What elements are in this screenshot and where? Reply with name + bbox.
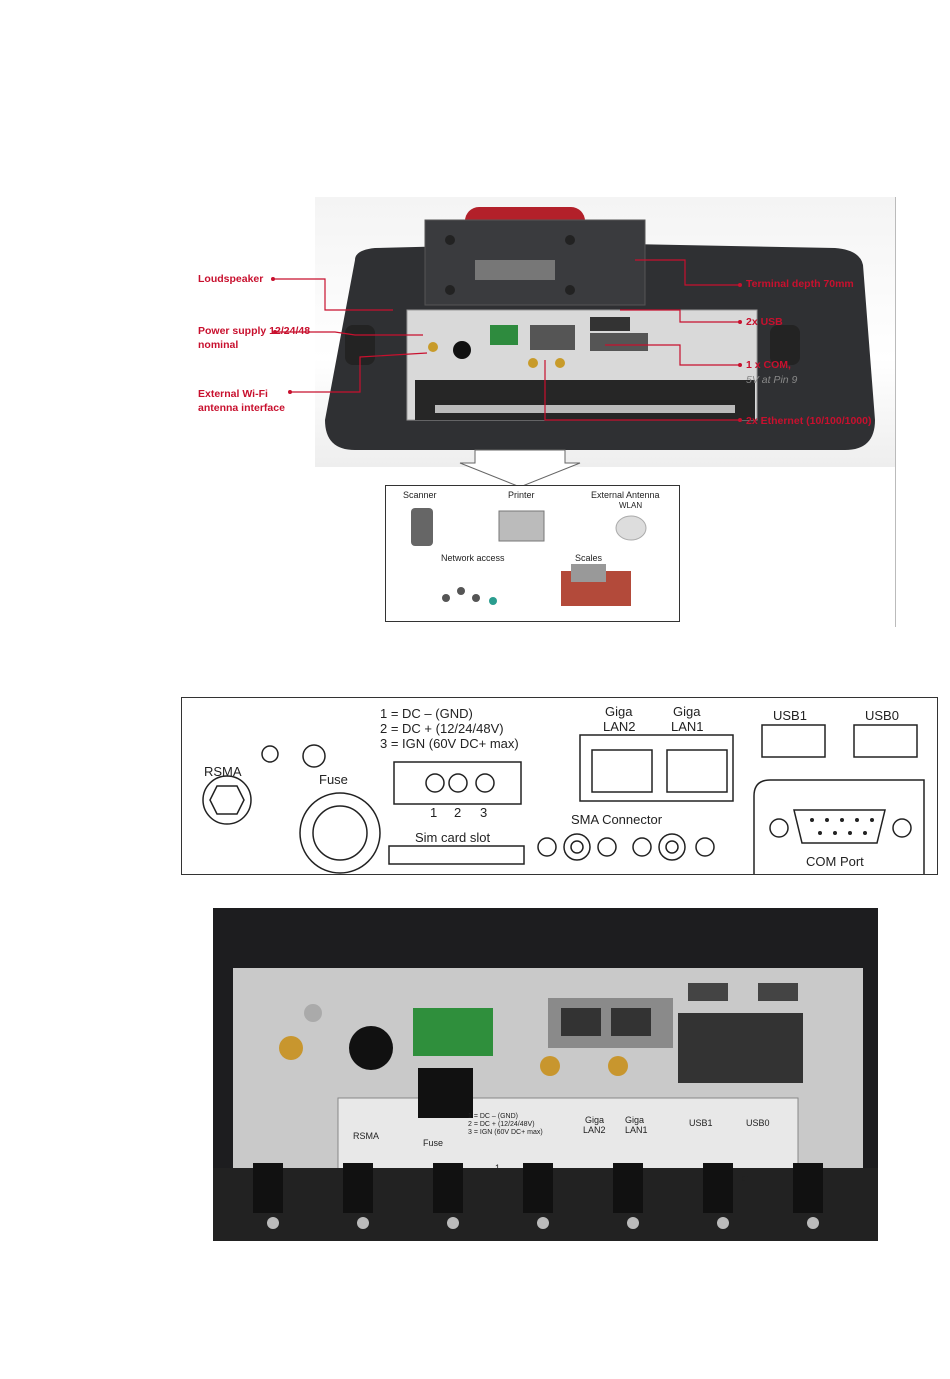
photo-fuse: Fuse	[423, 1138, 444, 1148]
peripheral-network: Network access	[441, 553, 505, 563]
photo-legend-1: 1 = DC – (GND)	[468, 1113, 518, 1120]
usb0-label: USB0	[865, 708, 899, 723]
pin-1: 1	[430, 805, 438, 820]
photo-drawing	[213, 968, 878, 1241]
photo-lan1: LAN1	[625, 1125, 648, 1135]
fuse-label: Fuse	[319, 772, 348, 787]
lan2-giga: Giga	[605, 704, 633, 719]
sim-label: Sim card slot	[415, 830, 491, 845]
label-power-supply: Power supply 12/24/48	[198, 325, 311, 337]
lan2-label: LAN2	[603, 719, 636, 734]
label-wifi-2: antenna interface	[198, 402, 285, 414]
photo-lan1-giga: Giga	[625, 1115, 645, 1125]
photo-usb0: USB0	[746, 1118, 770, 1128]
label-ethernet: 2x Ethernet (10/100/1000)	[746, 415, 872, 427]
photo-legend-2: 2 = DC + (12/24/48V)	[468, 1121, 535, 1128]
label-depth: Terminal depth 70mm	[746, 278, 854, 290]
rsma-label: RSMA	[204, 764, 242, 779]
photo-usb1: USB1	[689, 1118, 713, 1128]
power-legend-1: 1 = DC – (GND)	[380, 706, 473, 721]
label-wifi: External Wi-Fi	[198, 388, 268, 400]
terminal-figure: Loudspeaker Power supply 12/24/48 nomina…	[185, 195, 900, 630]
peripheral-antenna: External Antenna	[591, 490, 660, 500]
power-legend-2: 2 = DC + (12/24/48V)	[380, 721, 504, 736]
photo-lan2: LAN2	[583, 1125, 606, 1135]
connector-diagram: 1 = DC – (GND) 2 = DC + (12/24/48V) 3 = …	[181, 697, 938, 875]
power-legend-3: 3 = IGN (60V DC+ max)	[380, 736, 519, 751]
usb1-label: USB1	[773, 708, 807, 723]
label-com-pin: 5V at Pin 9	[746, 374, 798, 386]
sma-label: SMA Connector	[571, 812, 663, 827]
pin-3: 3	[480, 805, 488, 820]
peripheral-printer: Printer	[508, 490, 535, 500]
peripheral-scanner: Scanner	[403, 490, 437, 500]
label-loudspeaker: Loudspeaker	[198, 273, 264, 285]
pin-2: 2	[454, 805, 462, 820]
lan1-label: LAN1	[671, 719, 704, 734]
terminal-photo	[325, 207, 875, 450]
photo-lan2-giga: Giga	[585, 1115, 605, 1125]
connector-drawing	[202, 724, 925, 874]
com-port-label: COM Port	[806, 854, 864, 869]
figure-right-border	[895, 197, 896, 627]
label-usb: 2x USB	[746, 316, 783, 328]
photo-legend-3: 3 = IGN (60V DC+ max)	[468, 1129, 543, 1136]
label-com: 1 x COM,	[746, 359, 791, 371]
lan1-giga: Giga	[673, 704, 701, 719]
connector-photo: 1 = DC – (GND) 2 = DC + (12/24/48V) 3 = …	[213, 908, 878, 1241]
photo-port: ort	[741, 1173, 752, 1183]
peripheral-images	[411, 508, 647, 606]
peripheral-antenna-2: WLAN	[619, 501, 643, 510]
peripherals-box: Scanner Printer External Antenna WLAN Ne…	[385, 485, 680, 622]
callout-lines	[271, 259, 742, 488]
peripheral-scales: Scales	[575, 553, 603, 563]
photo-pin: 1	[495, 1163, 501, 1173]
label-power-supply-2: nominal	[198, 339, 239, 351]
photo-rsma: RSMA	[353, 1131, 380, 1141]
